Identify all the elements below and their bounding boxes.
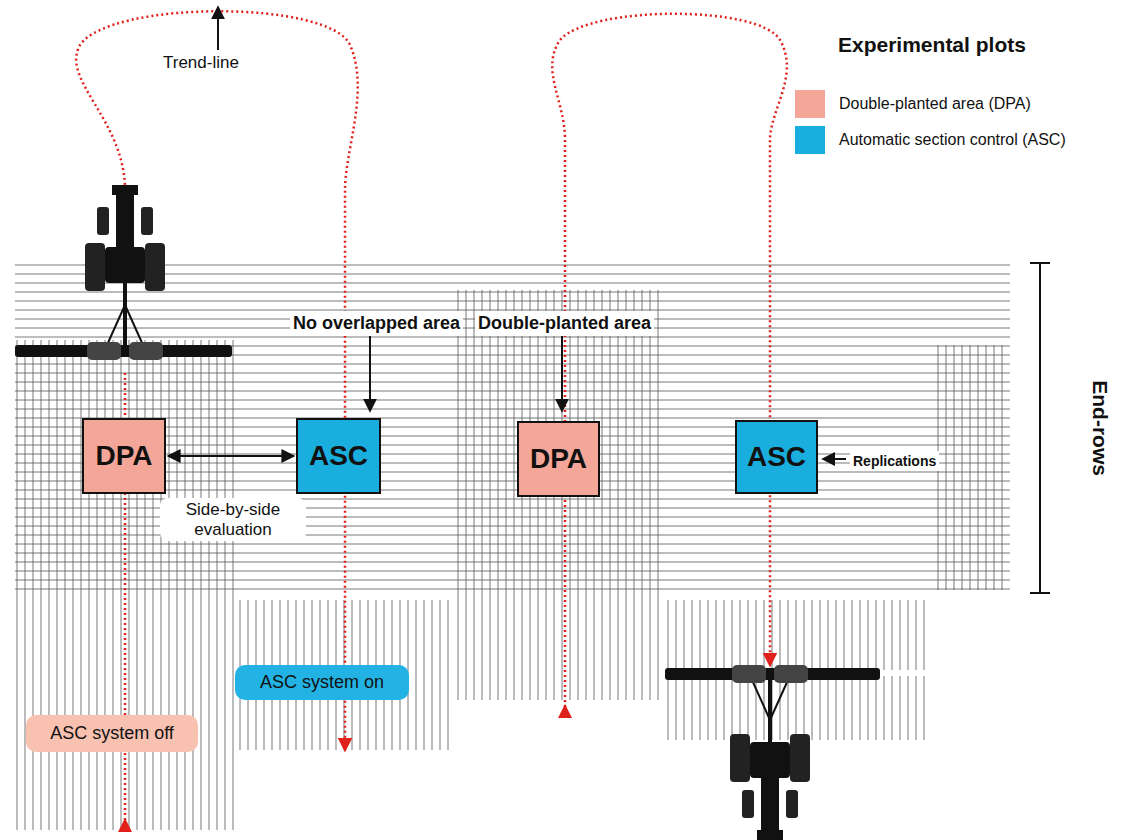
legend-swatch [795,126,825,154]
node-text: ASC [309,440,368,472]
bracket-label: End-rows [1086,377,1114,479]
node-text: DPA [530,443,587,475]
tractor-planter [15,185,880,840]
annotation-label: No overlapped area [290,311,463,336]
legend-row: Automatic section control (ASC) [795,126,1066,154]
plot-box: ASC [296,418,381,494]
annotation-label: Double-planted area [475,311,654,336]
node-text: ASC system on [260,672,384,693]
legend-title: Experimental plots [838,33,1026,57]
status-pill: ASC system off [26,715,198,752]
annotation-label: Trend-line [160,51,242,75]
legend-text: Automatic section control (ASC) [839,131,1066,149]
plot-box: DPA [82,418,166,494]
legend-text: Double-planted area (DPA) [839,95,1031,113]
node-text: ASC system off [50,723,174,744]
leader-arrows [218,8,1050,593]
plot-box: ASC [735,420,818,494]
legend-row: Double-planted area (DPA) [795,90,1031,118]
annotation-label: Side-by-side evaluation [160,498,306,541]
planted-rows [15,265,1010,830]
start-marker [118,818,132,832]
node-text: DPA [95,440,152,472]
trend-line-path [76,11,787,830]
status-pill: ASC system on [235,665,409,700]
comparison-arrow [168,455,294,457]
legend-swatch [795,90,825,118]
node-text: ASC [747,441,806,473]
start-marker [558,704,572,718]
plot-box: DPA [517,421,600,497]
annotation-label: Replications [850,451,939,471]
